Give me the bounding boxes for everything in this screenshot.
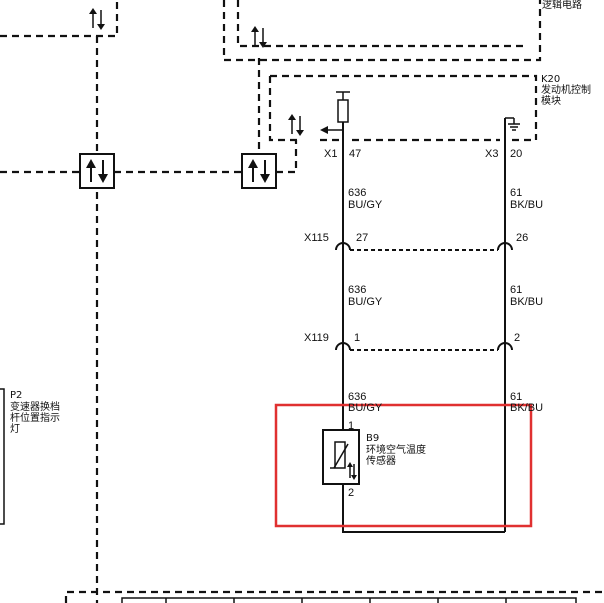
wire-color-left-2: BU/GY	[348, 296, 383, 308]
p2-name-line2: 杆位置指示	[10, 411, 60, 424]
x119-connector	[335, 342, 513, 351]
x1-ref: X1	[324, 148, 337, 160]
logic-module-border	[222, 0, 542, 62]
bottom-module-border	[64, 590, 604, 603]
resistor-icon	[320, 91, 350, 146]
x3-ref: X3	[485, 148, 498, 160]
x3-pin: 20	[510, 148, 522, 160]
p2-ref: P2	[10, 390, 22, 401]
x115-ref: X115	[304, 232, 329, 244]
serial-data-box-icon	[241, 153, 277, 189]
b9-pin-top: 1	[348, 420, 354, 432]
k20-ref: K20	[541, 74, 560, 85]
k20-name-line1: 发动机控制	[541, 83, 591, 96]
serial-data-box-icon	[79, 153, 115, 189]
k20-name-line2: 模块	[541, 95, 561, 107]
wire-circuit-left-2: 636	[348, 284, 366, 296]
bottom-connector-pins	[165, 598, 507, 603]
b9-ref: B9	[366, 433, 379, 444]
b9-name-line2: 传感器	[366, 454, 396, 467]
p2-module-border	[0, 388, 5, 525]
x119-pin-right: 2	[514, 332, 520, 344]
double-arrow-icon	[89, 8, 105, 30]
thermistor-icon	[322, 429, 360, 485]
wire-circuit-left-3: 636	[348, 391, 366, 403]
wire-circuit-right-1: 61	[510, 187, 522, 199]
x119-pin-left: 1	[354, 332, 360, 344]
double-arrow-icon	[288, 114, 304, 136]
wire-color-right-2: BK/BU	[510, 296, 543, 308]
logic-circuit-label: 逻辑电路	[542, 0, 582, 11]
wire-color-left-3: BU/GY	[348, 402, 383, 414]
double-arrow-icon	[251, 26, 267, 48]
wire-circuit-right-2: 61	[510, 284, 522, 296]
p2-name-line1: 变速器换档	[10, 400, 60, 413]
logic-module-inner-border	[236, 0, 526, 48]
wire-circuit-left-1: 636	[348, 187, 366, 199]
b9-pin-bottom: 2	[348, 487, 354, 499]
x119-ref: X119	[304, 332, 329, 344]
data-bus-line	[0, 140, 298, 174]
p2-name-line3: 灯	[10, 423, 20, 435]
x115-connector	[335, 242, 513, 251]
upper-left-module-border	[0, 0, 119, 38]
x115-pin-right: 26	[516, 232, 528, 244]
x1-pin: 47	[349, 148, 361, 160]
wire-color-left-1: BU/GY	[348, 199, 383, 211]
x115-pin-left: 27	[356, 232, 368, 244]
ground-icon	[504, 117, 520, 146]
highlight-box	[274, 403, 533, 528]
wire-circuit-right-3: 61	[510, 391, 522, 403]
wire-color-right-1: BK/BU	[510, 199, 543, 211]
wire-color-right-3: BK/BU	[510, 402, 543, 414]
bottom-connector-strip	[121, 597, 577, 603]
k20-module-border	[268, 74, 538, 142]
b9-name-line1: 环境空气温度	[366, 443, 426, 456]
sensor-return-wire	[342, 484, 505, 533]
